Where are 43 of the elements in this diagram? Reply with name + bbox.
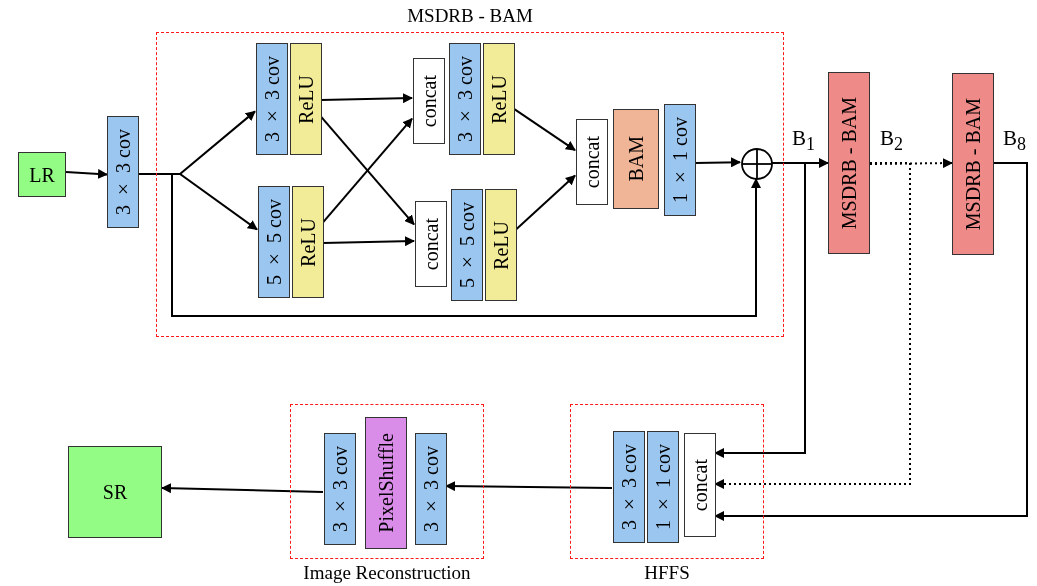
activation-block: ReLU <box>292 186 324 298</box>
arrow <box>322 236 415 247</box>
sum-circle <box>741 148 773 180</box>
arrow <box>65 168 108 179</box>
upsample-block: PixelShuffle <box>365 417 407 549</box>
concat-block: concat <box>415 201 447 287</box>
arrow <box>320 93 413 104</box>
residual-block: MSDRB - BAM <box>828 72 870 254</box>
signal-label: B$_{8}$ <box>1003 128 1026 149</box>
input-box: LR <box>18 152 66 197</box>
arrow <box>445 481 613 492</box>
group-title: HFFS <box>644 563 690 582</box>
conv-block: 5 × 5 cov <box>451 189 483 301</box>
conv-block: 5 × 5 cov <box>258 186 290 298</box>
output-box: SR <box>68 446 162 538</box>
arrow <box>714 162 1028 521</box>
signal-label: B$_{1}$ <box>792 128 815 149</box>
concat-block: concat <box>684 433 716 537</box>
activation-block: ReLU <box>485 189 517 301</box>
conv-block: 3 × 3 cov <box>449 43 481 155</box>
dotted-arrow <box>714 162 911 489</box>
attention-block: BAM <box>613 109 659 209</box>
conv-block: 1 × 1 cov <box>647 431 679 543</box>
activation-block: ReLU <box>290 43 322 155</box>
conv-block: 1 × 1 cov <box>664 104 696 216</box>
conv-block: 3 × 3 cov <box>256 43 288 155</box>
conv-block: 3 × 3 cov <box>415 433 447 545</box>
arrow <box>161 483 324 494</box>
dotted-arrow <box>869 158 953 169</box>
conv-block: 3 × 3 cov <box>324 433 356 545</box>
signal-label: B$_{2}$ <box>880 128 903 149</box>
arrow <box>694 157 741 168</box>
group-title: MSDRB - BAM <box>407 6 533 25</box>
conv-block: 3 × 3 cov <box>613 431 645 543</box>
arrow <box>515 174 576 231</box>
activation-block: ReLU <box>483 43 515 155</box>
residual-block: MSDRB - BAM <box>952 73 994 255</box>
arrow <box>513 107 576 152</box>
group-title: Image Reconstruction <box>303 563 471 582</box>
concat-block: concat <box>576 119 608 205</box>
conv-block: 3 × 3 cov <box>107 116 139 228</box>
arrow <box>714 162 806 458</box>
concat-block: concat <box>413 58 445 144</box>
